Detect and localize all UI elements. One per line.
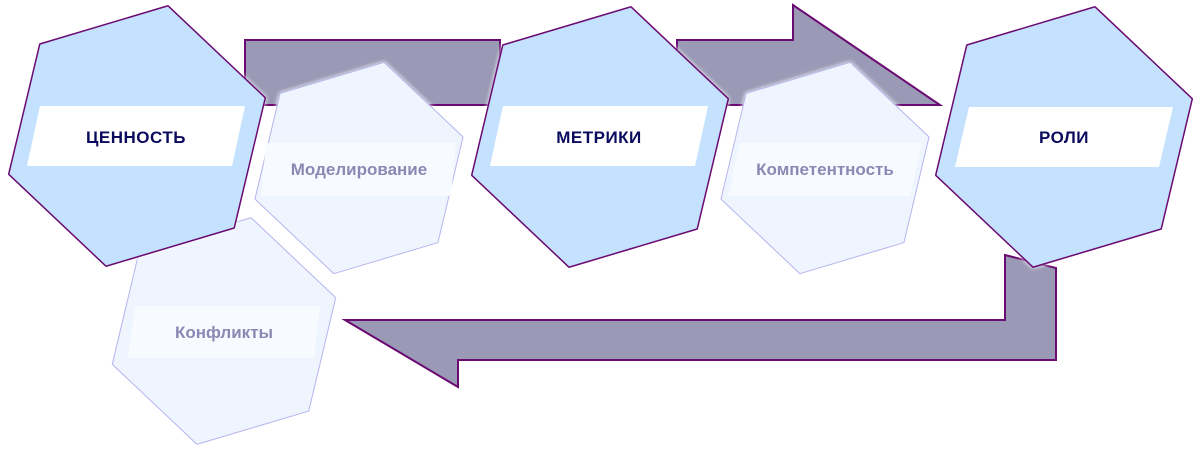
- node-label: Конфликты: [175, 323, 273, 342]
- node-label: РОЛИ: [1039, 128, 1089, 147]
- node-label: Компетентность: [756, 160, 894, 179]
- label-band: [955, 107, 1173, 167]
- label-band: [490, 106, 708, 166]
- node-label: Моделирование: [291, 160, 427, 179]
- arrow-roles-to-conflicts: [341, 253, 1057, 389]
- label-band: [261, 143, 456, 196]
- node-label: МЕТРИКИ: [556, 128, 642, 147]
- node-conflicts[interactable]: Конфликты: [111, 217, 337, 445]
- label-band: [128, 306, 320, 358]
- node-value[interactable]: ЦЕННОСТЬ: [8, 5, 266, 267]
- node-modeling[interactable]: Моделирование: [254, 61, 464, 275]
- node-roles[interactable]: РОЛИ: [935, 6, 1193, 268]
- node-label: ЦЕННОСТЬ: [86, 128, 186, 147]
- node-metrics[interactable]: МЕТРИКИ: [471, 6, 729, 268]
- label-band: [728, 143, 922, 196]
- label-band: [27, 106, 245, 166]
- node-competence[interactable]: Компетентность: [720, 61, 930, 275]
